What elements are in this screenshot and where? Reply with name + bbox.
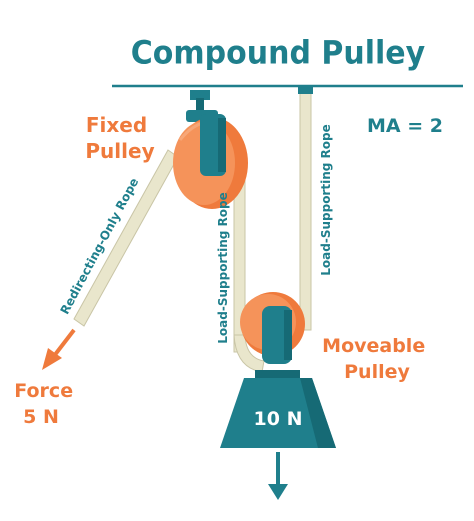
rope-redirecting	[73, 149, 179, 327]
weight-label: 10 N	[254, 408, 303, 430]
moveable-pulley-label-line2: Pulley	[344, 361, 410, 383]
force-label-line1: Force	[14, 380, 73, 402]
ma-label: MA = 2	[367, 115, 443, 137]
force-arrow	[42, 328, 76, 370]
weight-block: 10 N	[220, 370, 336, 448]
rope-label-load-right: Load-Supporting Rope	[319, 124, 333, 275]
force-label-line2: 5 N	[23, 406, 59, 428]
fixed-pulley	[173, 90, 248, 209]
force-label: Force 5 N	[14, 380, 79, 428]
moveable-pulley	[240, 292, 305, 364]
rope-anchor	[298, 86, 313, 94]
rope-load-right	[299, 89, 312, 331]
weight-down-arrow	[268, 452, 288, 500]
moveable-pulley-label-line1: Moveable	[322, 335, 425, 357]
fixed-pulley-label-line1: Fixed	[86, 113, 147, 137]
fixed-pulley-label-line2: Pulley	[85, 139, 154, 163]
moveable-pulley-label: Moveable Pulley	[322, 335, 432, 383]
rope-label-load-left: Load-Supporting Rope	[216, 192, 230, 343]
fixed-pulley-label: Fixed Pulley	[85, 113, 154, 163]
diagram-title: Compound Pulley	[131, 35, 425, 72]
